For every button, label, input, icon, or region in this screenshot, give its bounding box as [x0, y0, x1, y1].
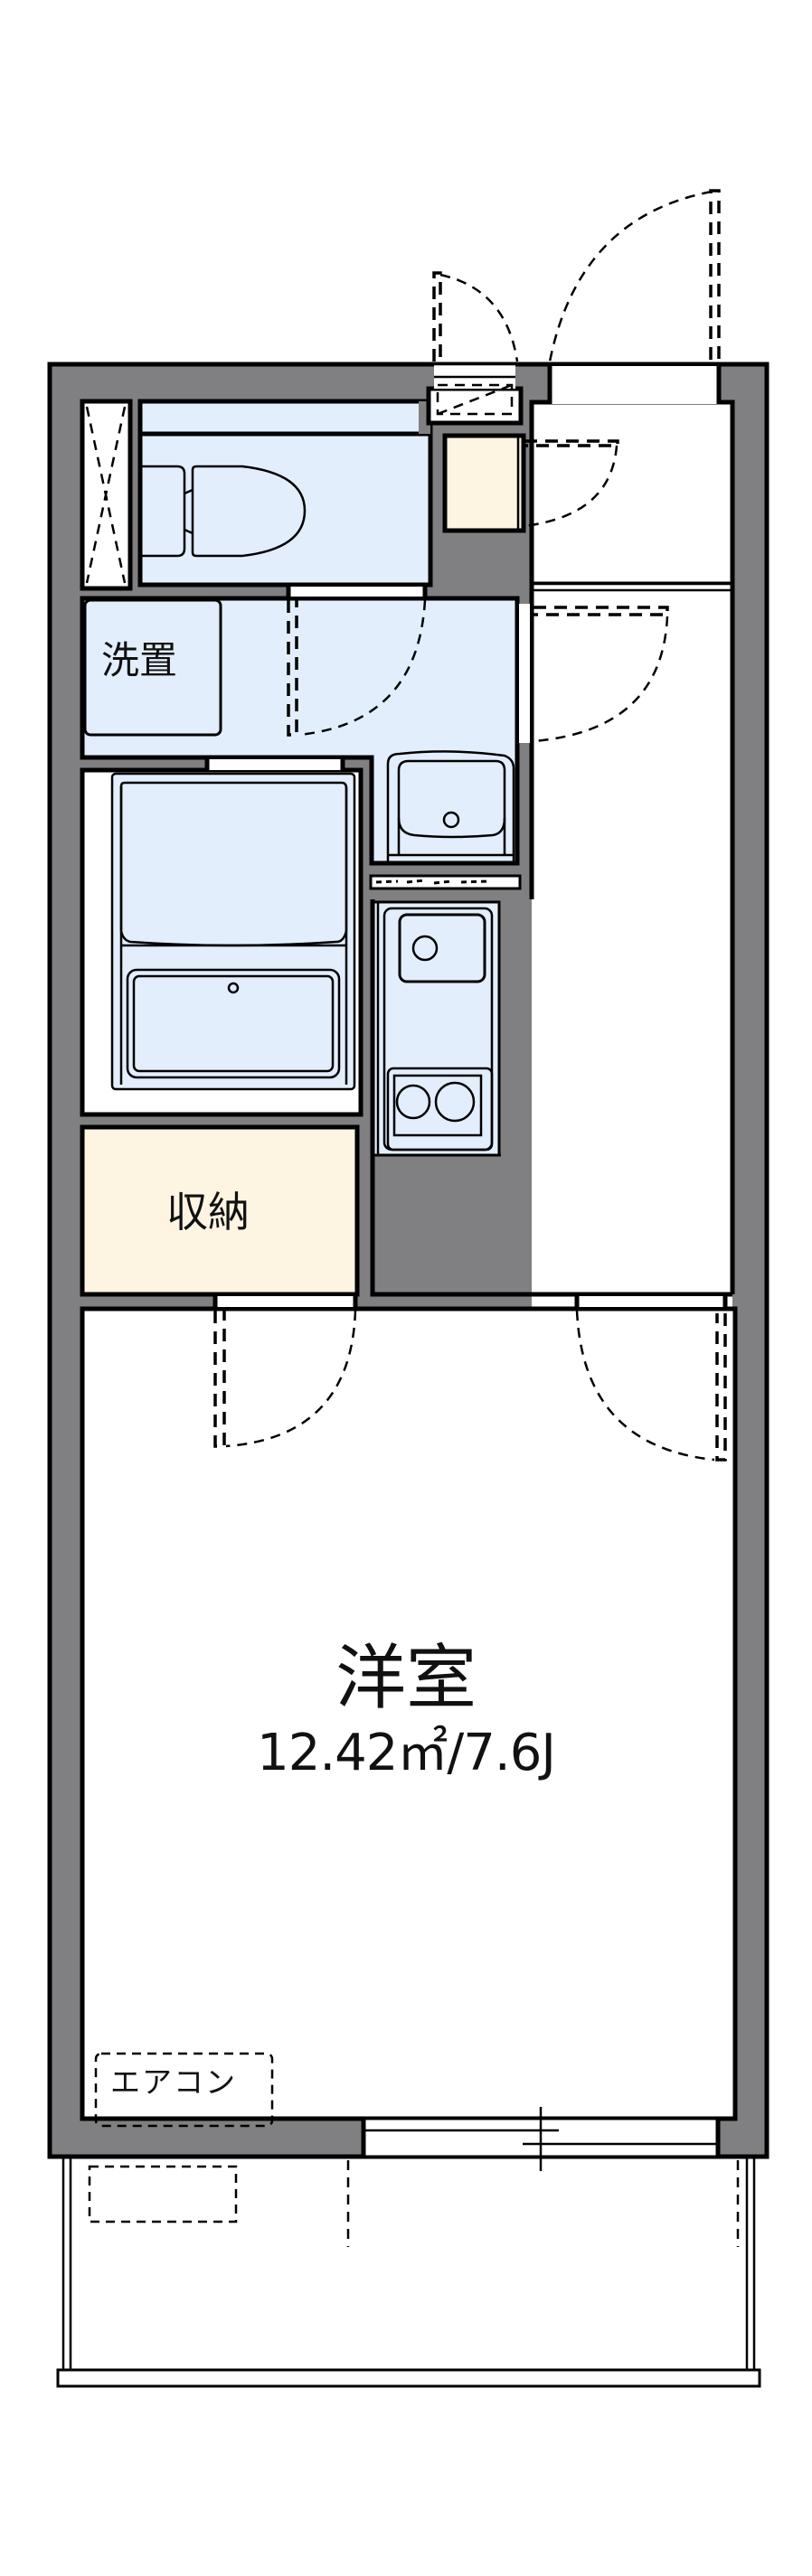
entry-door[interactable] — [548, 189, 721, 362]
storage-door[interactable] — [213, 1310, 357, 1448]
sink-icon — [442, 811, 460, 829]
washer-space — [83, 598, 222, 737]
washroom-door[interactable] — [287, 599, 427, 737]
vanity-sink — [386, 750, 515, 863]
storage-closet — [80, 1124, 360, 1297]
room-area: 12.42㎡/7.6J — [257, 1724, 556, 1782]
kitchen-counter — [372, 900, 501, 1157]
toilet-icon — [142, 465, 307, 558]
shoe-cabinet — [442, 433, 619, 533]
drain-icon — [411, 935, 439, 962]
washroom — [80, 585, 669, 866]
air-conditioner-icon — [94, 2052, 274, 2128]
washroom-side-door[interactable] — [533, 606, 669, 743]
balcony-window[interactable] — [50, 2107, 767, 2171]
storage-label: 収納 — [166, 1188, 250, 1236]
pipe-space — [369, 874, 522, 890]
bathtub-icon — [110, 772, 356, 1091]
room-door[interactable] — [575, 1310, 727, 1462]
washer-space-label: 洗置 — [101, 638, 178, 682]
meter-box — [426, 271, 524, 426]
room-name: 洋室 — [335, 1638, 477, 1719]
balcony — [56, 2158, 761, 2388]
toilet-room — [137, 399, 433, 588]
air-conditioner-label: エアコン — [110, 2064, 237, 2100]
bathroom — [80, 757, 364, 1117]
two-burner-stove-icon — [386, 1067, 494, 1152]
western-room — [80, 1294, 738, 2128]
closet-panel — [80, 399, 133, 591]
step-line — [532, 582, 732, 1307]
entrance — [442, 189, 735, 587]
kitchen-sink — [398, 913, 486, 983]
meter-box-door — [432, 271, 519, 362]
ac-outdoor-unit-icon — [88, 2165, 238, 2223]
